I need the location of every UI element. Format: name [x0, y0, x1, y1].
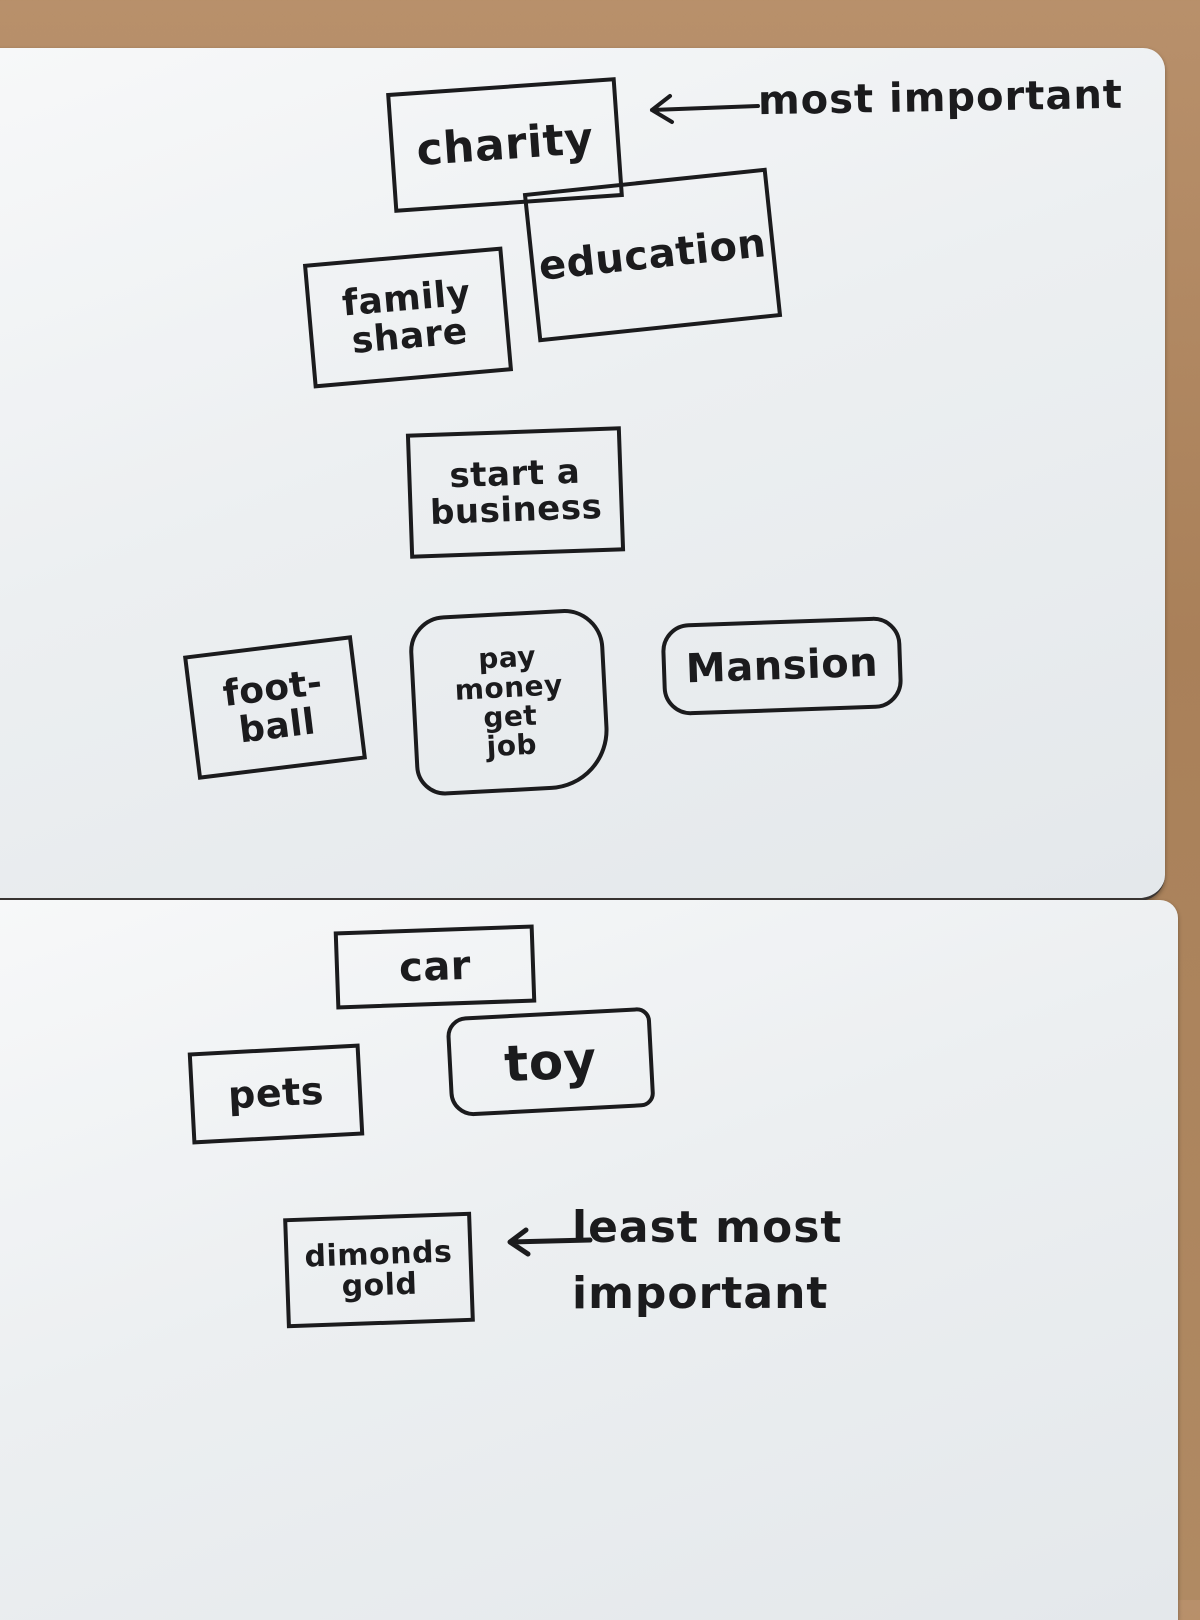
- note-education: education: [522, 167, 783, 343]
- note-football-text: foot-ball: [220, 661, 325, 751]
- least-most-important-label: least most important: [572, 1202, 843, 1319]
- note-toy-text: toy: [502, 1030, 599, 1094]
- note-family-share: family share: [302, 246, 514, 389]
- note-car-text: car: [398, 942, 472, 992]
- note-education-text: education: [536, 220, 769, 290]
- whiteboard-bottom: [0, 900, 1178, 1620]
- note-charity-text: charity: [414, 112, 596, 177]
- note-mansion-text: Mansion: [685, 639, 879, 693]
- note-start-business: start a business: [405, 426, 626, 559]
- note-pay-money: pay money get job: [407, 607, 612, 797]
- note-pets-text: pets: [226, 1068, 325, 1118]
- note-diamonds-gold: dimonds gold: [283, 1211, 475, 1329]
- arrow-left-icon: [650, 94, 760, 124]
- note-diamonds-gold-text: dimonds gold: [303, 1233, 453, 1305]
- note-car: car: [333, 924, 537, 1010]
- arrow-left-icon-2: [507, 1227, 593, 1257]
- note-toy: toy: [445, 1006, 656, 1118]
- note-mansion: Mansion: [660, 615, 904, 717]
- whiteboard-top: [0, 48, 1165, 901]
- note-pets: pets: [187, 1043, 365, 1145]
- note-start-business-text: start a business: [429, 451, 603, 533]
- note-football: foot-ball: [183, 635, 367, 780]
- most-important-label: most important: [757, 71, 1124, 125]
- note-pay-money-text: pay money get job: [453, 639, 564, 764]
- note-family-share-text: family share: [340, 272, 473, 362]
